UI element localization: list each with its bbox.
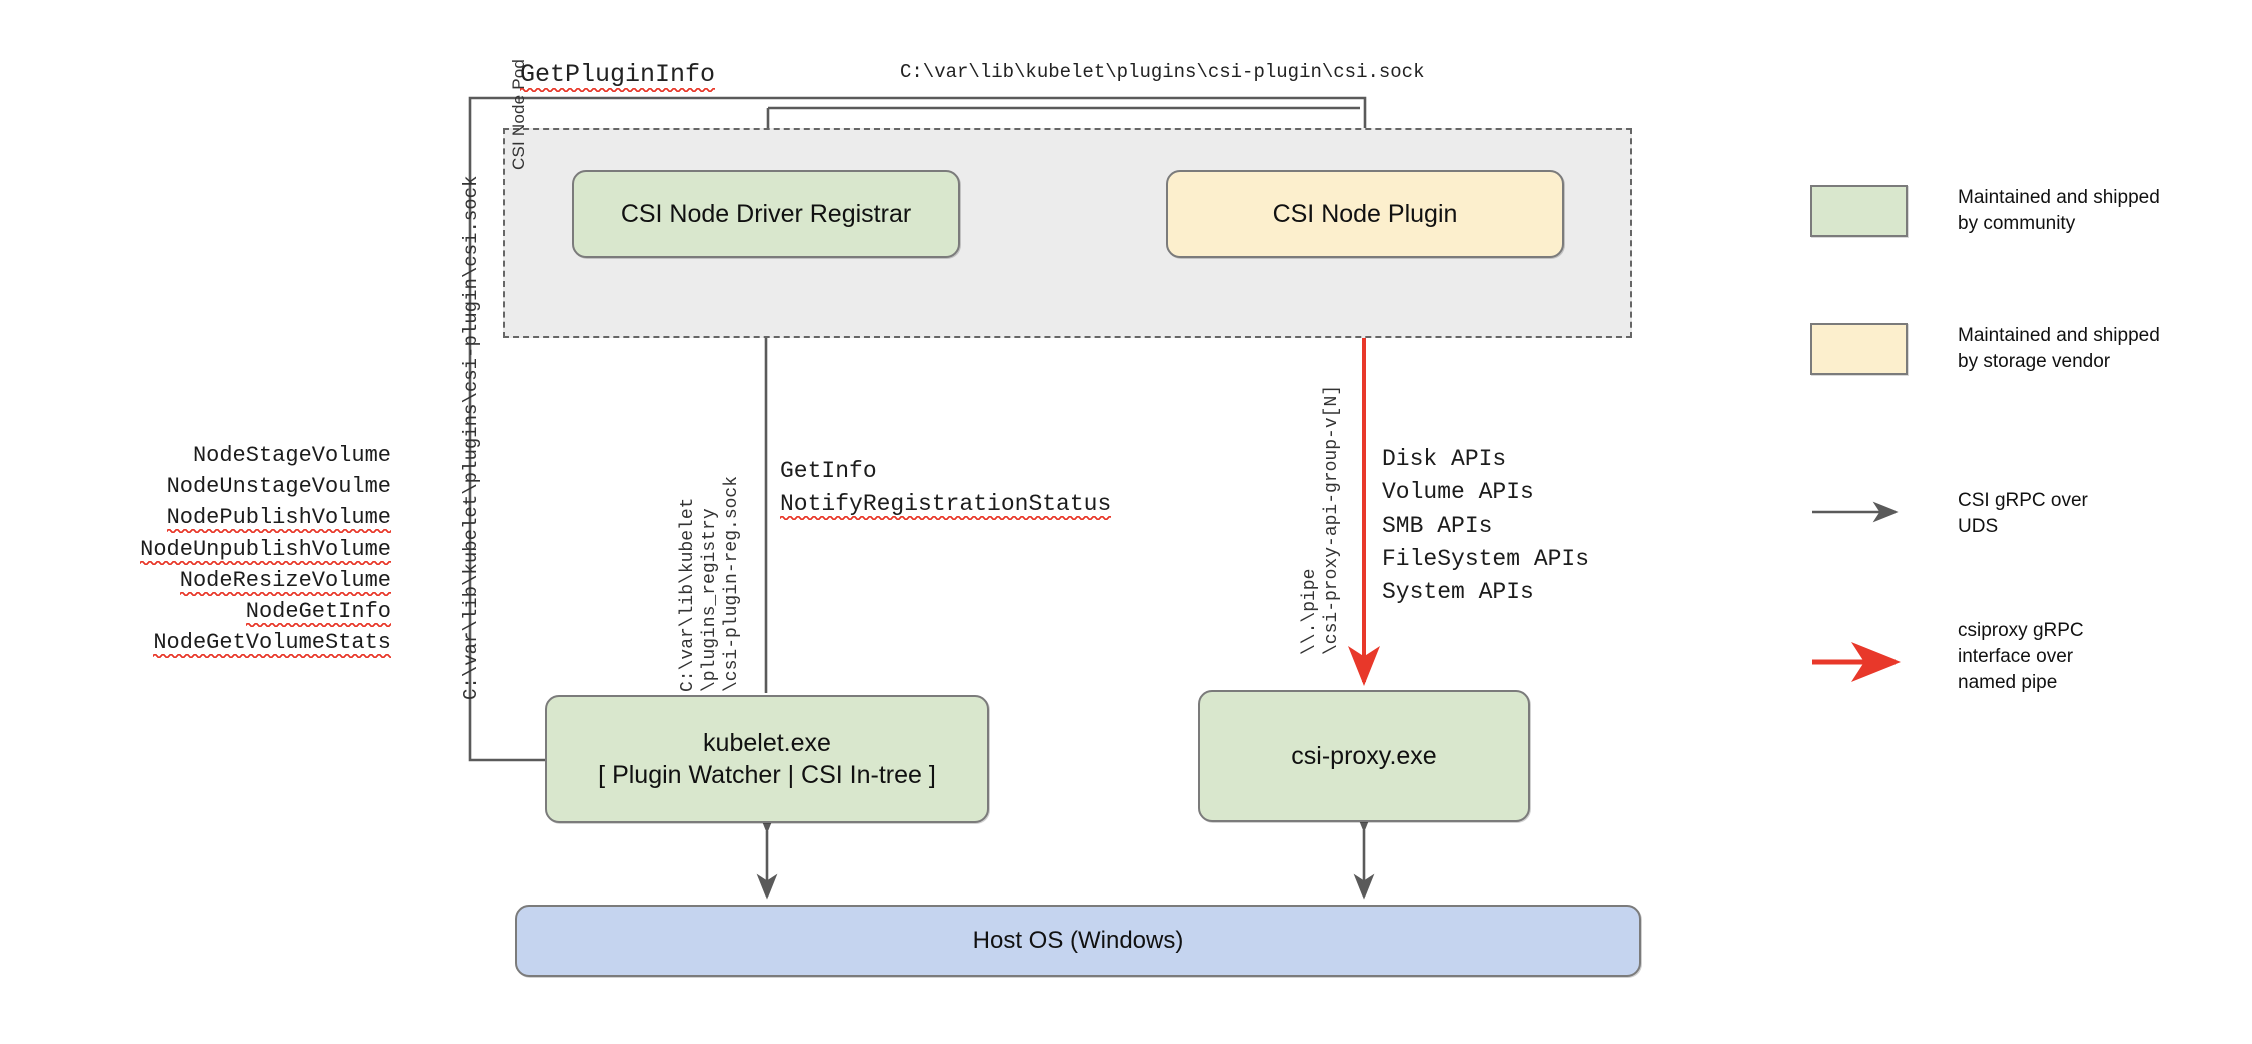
list-item: NodeGetInfo [76, 596, 391, 627]
node-kubelet-title: kubelet.exe [703, 729, 831, 757]
legend-swatch-storage-vendor [1810, 323, 1908, 375]
list-item: Disk APIs [1382, 446, 1507, 472]
list-item: GetInfo [780, 458, 877, 484]
list-item: System APIs [1382, 579, 1534, 606]
legend-label-community: Maintained and shipped by community [1958, 187, 2160, 235]
csi-proxy-api-list: Disk APIs Volume APIs SMB APIs FileSyste… [1382, 443, 1589, 610]
csi-node-pod-label: CSI Node Pod [509, 58, 528, 170]
list-item: NotifyRegistrationStatus [780, 488, 1112, 521]
label-csi-sock-path-vertical: C:\var\lib\kubelet\plugins\csi-plugin\cs… [460, 175, 482, 701]
list-item: NodeUnstageVoulme [166, 474, 391, 500]
node-host-os[interactable]: Host OS (Windows) [515, 905, 1641, 977]
list-item: FileSystem APIs [1382, 546, 1590, 573]
node-csi-node-driver-registrar[interactable]: CSI Node Driver Registrar [572, 170, 960, 258]
label-named-pipe-line-2: \csi-proxy-api-group-v[N] [1322, 384, 1342, 655]
node-csi-node-plugin[interactable]: CSI Node Plugin [1166, 170, 1564, 258]
legend-item-csiproxy-named-pipe: csiproxy gRPC interface over named pipe [1810, 618, 2084, 697]
label-registry-path-line-2: \plugins_registry [700, 508, 720, 692]
node-csi-node-plugin-label: CSI Node Plugin [1272, 200, 1458, 228]
legend-gray-arrow-icon [1810, 488, 1908, 540]
node-csi-proxy-label: csi-proxy.exe [1291, 742, 1437, 770]
legend-red-arrow-icon [1810, 618, 1908, 670]
node-host-os-label: Host OS (Windows) [972, 926, 1184, 954]
legend-label-csiproxy-named-pipe: csiproxy gRPC interface over named pipe [1958, 620, 2084, 694]
legend-label-storage-vendor: Maintained and shipped by storage vendor [1958, 325, 2160, 373]
node-kubelet-exe[interactable]: kubelet.exe [ Plugin Watcher | CSI In-tr… [545, 695, 989, 823]
list-item: NodeUnpublishVolume [76, 534, 391, 565]
registration-call-list: GetInfo NotifyRegistrationStatus [780, 455, 1112, 522]
legend-swatch-community [1810, 185, 1908, 237]
label-registry-path-line-1: C:\var\lib\kubelet [678, 497, 698, 692]
node-csi-node-driver-registrar-label: CSI Node Driver Registrar [620, 200, 912, 228]
label-named-pipe-line-1: \\.\pipe [1300, 568, 1320, 655]
legend-item-storage-vendor: Maintained and shipped by storage vendor [1810, 323, 2160, 375]
list-item: NodeStageVolume [192, 443, 391, 468]
legend-label-csi-grpc-uds: CSI gRPC over UDS [1958, 490, 2088, 538]
label-registry-path-line-3: \csi-plugin-reg.sock [722, 475, 742, 692]
node-service-call-list: NodeStageVolume NodeUnstageVoulme NodePu… [76, 440, 391, 659]
label-get-plugin-info: GetPluginInfo [520, 60, 716, 89]
list-item: NodeResizeVolume [76, 565, 391, 596]
node-kubelet-subtitle: [ Plugin Watcher | CSI In-tree ] [598, 761, 936, 789]
list-item: NodeGetVolumeStats [76, 627, 391, 658]
label-csi-sock-path-top: C:\var\lib\kubelet\plugins\csi-plugin\cs… [900, 61, 1425, 83]
list-item: NodePublishVolume [76, 502, 391, 533]
list-item: Volume APIs [1382, 479, 1534, 506]
list-item: SMB APIs [1382, 512, 1493, 539]
node-csi-proxy-exe[interactable]: csi-proxy.exe [1198, 690, 1530, 822]
legend-item-csi-grpc-uds: CSI gRPC over UDS [1810, 488, 2088, 540]
legend-item-community: Maintained and shipped by community [1810, 185, 2160, 237]
